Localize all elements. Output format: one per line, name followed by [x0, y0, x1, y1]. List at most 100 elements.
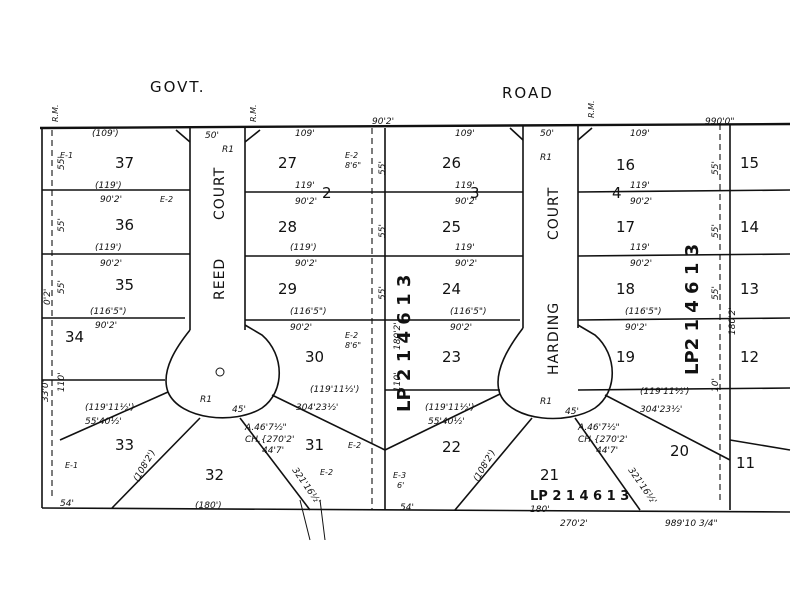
dim-label: 119': [455, 243, 475, 253]
lot-27: 27: [278, 154, 297, 172]
rm-label: R.M.: [249, 104, 258, 122]
dim-label: (119'): [95, 243, 122, 253]
dim-label: 321'16½': [290, 466, 322, 506]
lot-20: 20: [670, 442, 689, 460]
dim-label: 90'2': [295, 259, 317, 269]
lot-line: [577, 253, 791, 257]
radius-label: R1: [540, 397, 552, 407]
dim-label: 55': [378, 224, 388, 238]
lot-19: 19: [616, 348, 635, 366]
dim-label: 55': [711, 224, 721, 238]
block-4: 4: [612, 184, 622, 202]
easement-label: E-2: [320, 468, 333, 477]
lot-15: 15: [740, 154, 759, 172]
dim-label: (116'5"): [450, 307, 487, 317]
dim-label: (119'11½'): [85, 403, 134, 413]
court-corner: [577, 127, 593, 141]
dim-label: 90'2': [630, 197, 652, 207]
court-corner: [175, 129, 191, 143]
dim-label: (119'): [95, 181, 122, 191]
dim-label: 45': [565, 407, 579, 417]
lot-35: 35: [115, 276, 134, 294]
dim-label: 45': [232, 405, 246, 415]
lot-30: 30: [305, 348, 324, 366]
court-corner: [244, 129, 261, 143]
dim-label: 55': [57, 218, 67, 232]
dim-label: 55'40½': [428, 417, 465, 427]
lot-18: 18: [616, 280, 635, 298]
rm-label: R.M.: [587, 100, 596, 118]
easement-label: E-3: [393, 471, 406, 480]
street-court-left: COURT: [212, 167, 228, 220]
lot-16: 16: [616, 156, 635, 174]
lot-11: 11: [736, 454, 755, 472]
lot-34: 34: [65, 328, 84, 346]
dim-label: (108'2'): [472, 448, 498, 483]
easement-label: E-2: [345, 151, 358, 160]
dim-label: 90'2': [372, 117, 394, 127]
radius-label: R1: [222, 145, 234, 155]
lot-33: 33: [115, 436, 134, 454]
dim-label: 110': [57, 372, 67, 392]
arc-label: 44'7': [262, 446, 284, 456]
lot-line: [384, 393, 501, 451]
dim-label: 321'16½': [626, 466, 658, 506]
dim-label: 90'2': [455, 197, 477, 207]
dim-label: 90'2': [625, 323, 647, 333]
dim-label: 304'23½': [640, 405, 682, 415]
lot-22: 22: [442, 438, 461, 456]
easement-dim: 6': [397, 481, 404, 490]
plan-lp-bottom: LP 2 1 4 6 1 3: [530, 489, 629, 504]
lot-37: 37: [115, 154, 134, 172]
dim-label: 304'23½': [296, 403, 338, 413]
easement-dim: 8'6": [345, 341, 361, 350]
lot-line: [729, 439, 791, 451]
dim-label: 55': [378, 286, 388, 300]
dim-label: 119': [455, 181, 475, 191]
dim-label: 180': [530, 505, 550, 515]
dim-label: 0'2': [43, 289, 53, 305]
dim-label: 54': [400, 503, 414, 513]
street-harding: HARDING: [546, 302, 562, 375]
dim-label: 55': [378, 161, 388, 175]
dim-label: 90'2': [630, 259, 652, 269]
dim-label: 109': [630, 129, 650, 139]
lot-12: 12: [740, 348, 759, 366]
road-boundary-line: [39, 122, 791, 130]
easement-label: E-2: [348, 441, 361, 450]
easement-label: E-2: [345, 331, 358, 340]
dim-label: 109': [455, 129, 475, 139]
dim-label: 10': [711, 378, 721, 392]
lot-21: 21: [540, 466, 559, 484]
dim-label: (116'5"): [290, 307, 327, 317]
lot-line: [59, 391, 169, 441]
lot-17: 17: [616, 218, 635, 236]
lot-32: 32: [205, 466, 224, 484]
cul-de-sac-harding: [497, 324, 614, 420]
dim-label: 55': [711, 286, 721, 300]
lot-line: [271, 394, 386, 451]
dim-label: 50': [205, 131, 219, 141]
lot-26: 26: [442, 154, 461, 172]
lot-line: [454, 417, 533, 511]
radius-label: R1: [200, 395, 212, 405]
dim-label: 55': [57, 280, 67, 294]
lot-line: [574, 417, 641, 511]
arc-label: A.46'7½": [244, 423, 287, 433]
road-label: ROAD: [502, 84, 554, 102]
lot-line: [577, 387, 791, 391]
dim-label: 90'2': [295, 197, 317, 207]
lot-23: 23: [442, 348, 461, 366]
survey-tick: [299, 499, 311, 541]
dim-label: 50': [540, 129, 554, 139]
lot-31: 31: [305, 436, 324, 454]
plan-lp-right: LP2 1 4 6 1 3: [682, 244, 703, 375]
easement-label: E-1: [65, 461, 78, 470]
dim-label: 90'2': [100, 259, 122, 269]
dim-label: 90'2': [450, 323, 472, 333]
easement-dim: 8'6": [345, 161, 361, 170]
dim-label: (119'11½'): [425, 403, 474, 413]
arc-label: CH.{270'2': [245, 435, 295, 445]
block-2: 2: [322, 184, 332, 202]
dim-label: (109'): [92, 129, 119, 139]
